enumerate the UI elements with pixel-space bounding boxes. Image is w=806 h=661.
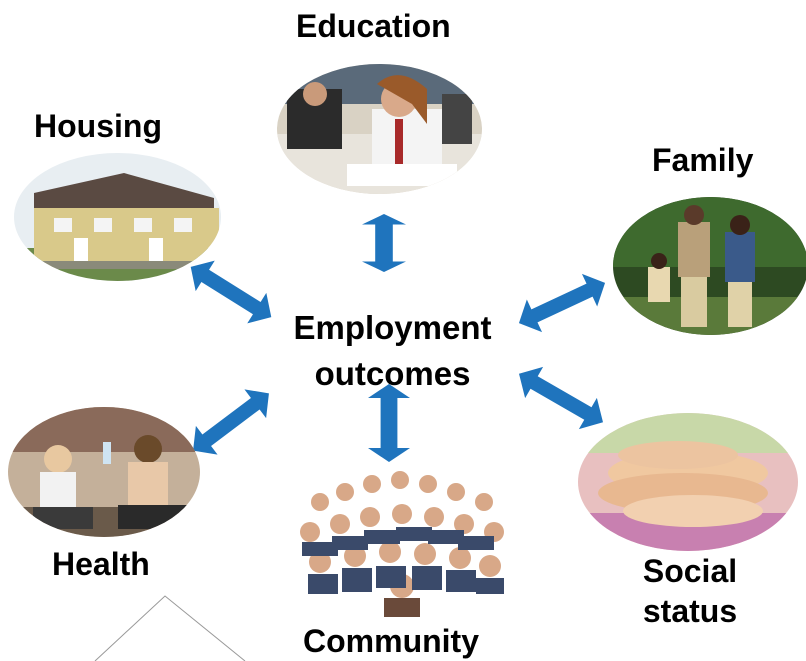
arrow-education [362,214,406,272]
education-photo [277,64,482,194]
family-photo [613,197,806,335]
family-label: Family [652,142,754,178]
health-photo [8,407,200,537]
health-label: Health [52,546,150,582]
housing-photo [14,153,221,281]
social-status-line2: status [642,593,738,629]
arrow-family [511,266,613,340]
social-status-label: Social status [635,552,745,630]
social-status-photo [578,413,798,551]
arrow-housing [181,251,281,333]
arrow-social [509,358,613,438]
education-label: Education [296,8,451,44]
community-photo [280,462,525,617]
community-label: Community [303,623,479,659]
center-title: Employment outcomes [270,305,515,397]
housing-label: Housing [34,108,162,144]
social-status-line1: Social [642,553,738,589]
arrow-health [182,379,280,465]
triangle-outline [94,595,246,661]
center-title-line2: outcomes [314,355,471,392]
center-title-line1: Employment [293,309,492,346]
